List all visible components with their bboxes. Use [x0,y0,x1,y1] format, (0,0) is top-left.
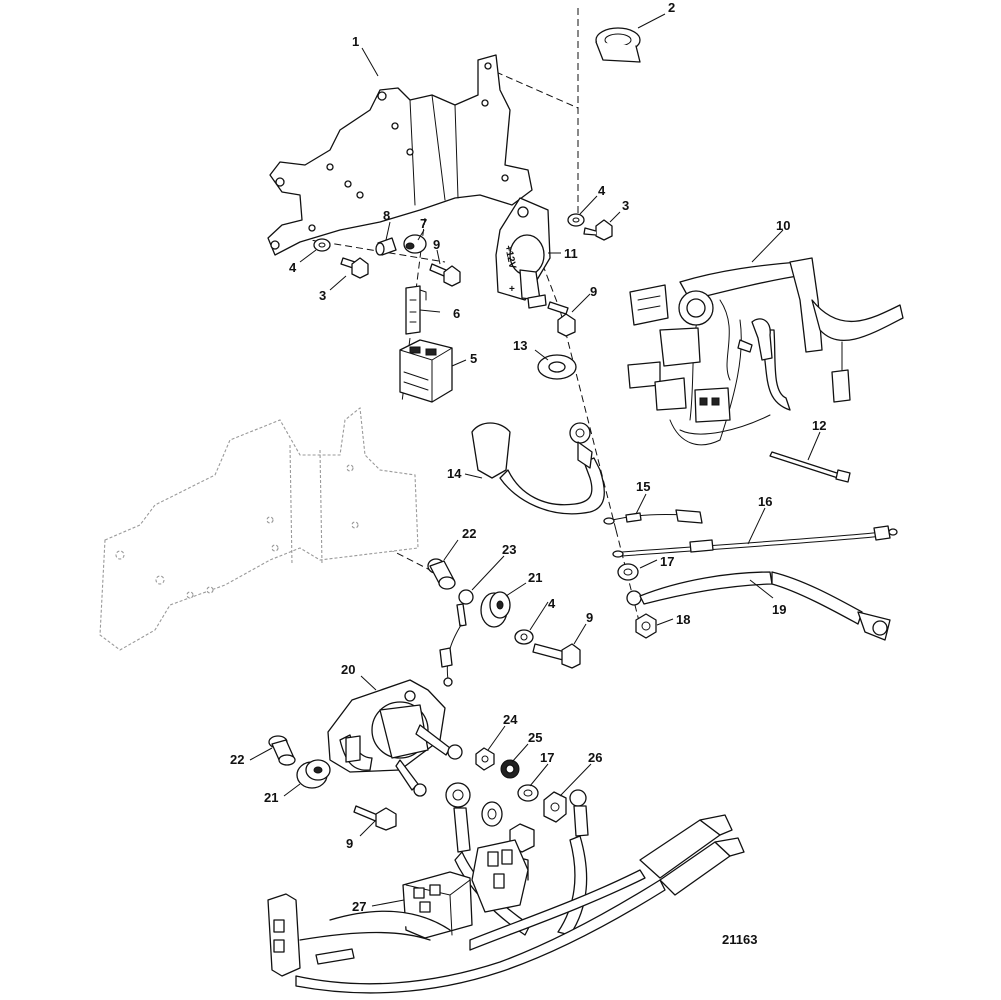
battery-cable-14 [471,422,605,515]
callout-4-mid: 4 [548,596,556,611]
callout-2: 2 [668,0,675,15]
bolt-9-a [429,263,461,287]
bolt-3-left [340,257,369,279]
callout-19: 19 [772,602,786,617]
callout-20: 20 [341,662,355,677]
callout-26: 26 [588,750,602,765]
callout-22-bottom: 22 [230,752,244,767]
bolt-9-b [547,301,576,337]
cable-tie-12 [769,451,851,483]
callout-6: 6 [453,306,460,321]
callout-14: 14 [447,466,462,481]
main-bracket [267,54,533,256]
nut-24 [475,747,495,771]
callout-9-b: 9 [590,284,597,299]
relay-5 [399,339,453,403]
callout-3-left: 3 [319,288,326,303]
lead-16 [612,525,898,558]
callout-5: 5 [470,351,477,366]
cable-19 [626,571,891,641]
washer-17-top [617,563,639,581]
bolt-9-c [532,643,581,669]
callout-17-bottom: 17 [540,750,554,765]
callout-labels: 1 2 3 3 4 4 4 5 6 7 8 9 9 9 9 10 11 12 1… [230,0,826,947]
callout-4-top: 4 [598,183,606,198]
callout-9-d: 9 [346,836,353,851]
callout-1: 1 [352,34,359,49]
callout-16: 16 [758,494,772,509]
diagram-id: 21163 [722,932,757,947]
clamp [595,27,641,63]
callout-27: 27 [352,899,366,914]
callout-3-top: 3 [622,198,629,213]
callout-4-left: 4 [289,260,297,275]
callout-9-a: 9 [433,237,440,252]
clip-6 [405,285,427,335]
callout-8: 8 [383,208,390,223]
washer-4-top [567,213,585,227]
grommet-7 [403,234,427,254]
callout-22-top: 22 [462,526,476,541]
washer-4-mid [514,629,534,645]
harness-10 [627,257,904,446]
callout-10: 10 [776,218,790,233]
solenoid-20 [327,679,463,797]
bolt-9-d [353,805,397,831]
washer-4-left [313,238,331,252]
spacer-8 [375,237,397,256]
grommet-21-bottom [296,759,331,789]
spacer-22-bottom [268,735,296,766]
sensor-11-mark: +12V [502,244,518,270]
harness-bottom [267,782,745,994]
lockwasher-25 [500,759,520,779]
callout-24: 24 [503,712,518,727]
nut-18 [635,613,657,639]
callout-13: 13 [513,338,527,353]
callout-12: 12 [812,418,826,433]
callout-21-top: 21 [528,570,542,585]
sensor-11: +12V + [495,197,551,309]
nut-26 [543,791,567,823]
washer-13 [537,354,577,380]
callout-9-c: 9 [586,610,593,625]
callout-23: 23 [502,542,516,557]
callout-25: 25 [528,730,542,745]
callout-7: 7 [420,216,427,231]
grommet-21-top [480,591,511,628]
lead-15 [603,509,703,525]
leader-lines [249,13,821,907]
reference-bracket-ghost [99,406,419,651]
washer-17-bottom [517,784,539,802]
spacer-22-top [427,558,456,590]
callout-17-top: 17 [660,554,674,569]
callout-18: 18 [676,612,690,627]
callout-11: 11 [564,246,578,261]
callout-21-bottom: 21 [264,790,278,805]
lead-23 [439,589,474,687]
sensor-11-sign: + [509,284,515,295]
bolt-3-top [583,219,613,241]
callout-15: 15 [636,479,650,494]
